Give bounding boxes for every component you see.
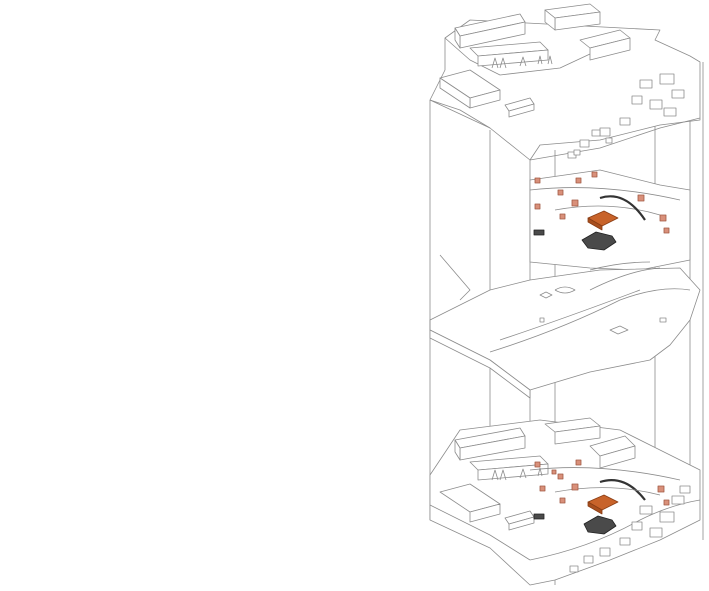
- building-cluster: [569, 485, 691, 573]
- road-arc: [599, 479, 646, 501]
- building-block: [469, 41, 549, 67]
- building-block: [504, 510, 535, 531]
- building-block: [454, 427, 526, 461]
- salmon-markers: [534, 459, 670, 506]
- dark-building: [583, 515, 617, 535]
- building-block: [439, 69, 501, 109]
- tree-figures: [491, 467, 543, 481]
- building-block: [454, 13, 526, 49]
- building-block: [579, 29, 631, 61]
- salmon-markers: [534, 171, 670, 234]
- small-buildings: [573, 129, 613, 156]
- building-block: [544, 3, 601, 31]
- building-cluster: [567, 73, 685, 159]
- building-block: [589, 435, 636, 469]
- building-block: [439, 483, 501, 523]
- building-block: [469, 455, 549, 481]
- lower-site-plane: [429, 417, 701, 586]
- tree-figures: [491, 55, 553, 69]
- building-block: [544, 417, 601, 445]
- upper-inner-volume: [529, 129, 691, 271]
- road-arc: [599, 195, 646, 221]
- middle-terrain-slab: [429, 254, 701, 399]
- upper-site-plane: [429, 3, 701, 161]
- dark-building: [581, 231, 617, 251]
- building-block: [504, 97, 535, 118]
